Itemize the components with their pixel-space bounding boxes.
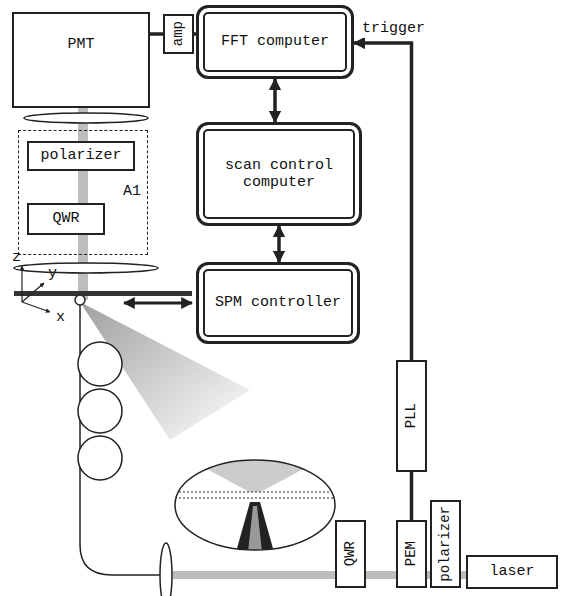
node-text: amp bbox=[170, 21, 186, 46]
node-text: PMT bbox=[67, 36, 94, 53]
detector-box: PMT bbox=[12, 12, 150, 108]
lens bbox=[14, 263, 158, 273]
node-text: SPM controller bbox=[215, 294, 341, 311]
signal-connector bbox=[410, 472, 414, 520]
node-text: A1 bbox=[123, 183, 141, 200]
node-text: polarizer bbox=[437, 506, 453, 582]
coupling-lens bbox=[160, 543, 172, 596]
node-text: FFT computer bbox=[221, 33, 329, 50]
signal-connector bbox=[277, 226, 281, 262]
inset-outline bbox=[175, 460, 335, 550]
axis-label: y bbox=[46, 266, 59, 283]
node-text: laser bbox=[489, 563, 534, 580]
computer-box: scan control computer bbox=[196, 122, 362, 226]
analyzer-group: A1 polarizerQWR bbox=[18, 130, 148, 255]
axis-z bbox=[21, 266, 22, 302]
waveplate-box: QWR bbox=[335, 520, 366, 588]
node-text: polarizer bbox=[40, 147, 121, 164]
laser-box: laser bbox=[466, 555, 558, 589]
modulator-box: PEM bbox=[396, 520, 427, 588]
polarizer-box: polarizer bbox=[430, 500, 461, 588]
node-text: PEM bbox=[403, 541, 419, 566]
controller-box: SPM controller bbox=[196, 262, 360, 344]
axis-label: x bbox=[54, 310, 67, 327]
node-text: QWR bbox=[342, 541, 358, 566]
fiber-tip bbox=[75, 295, 85, 305]
inset-sample bbox=[175, 492, 335, 498]
fiber-loop bbox=[78, 389, 122, 433]
fiber-loop bbox=[78, 342, 122, 386]
inset-tip bbox=[236, 502, 274, 552]
inset-light bbox=[190, 460, 320, 495]
node-text: scan control computer bbox=[199, 157, 359, 192]
computer-box: FFT computer bbox=[196, 5, 354, 79]
pll-box: PLL bbox=[396, 360, 427, 472]
node-text: PLL bbox=[403, 403, 419, 428]
sample-plate bbox=[14, 291, 192, 296]
fiber-loop bbox=[78, 436, 122, 480]
axis-y bbox=[22, 283, 44, 302]
scan-arrow bbox=[124, 302, 192, 305]
node-text: QWR bbox=[52, 210, 79, 227]
amplifier-box: amp bbox=[163, 14, 194, 54]
axis-label: z bbox=[10, 250, 23, 267]
signal-connector bbox=[273, 79, 277, 122]
polarizer-box: polarizer bbox=[27, 141, 135, 171]
inset-core bbox=[248, 506, 262, 552]
signal-connector bbox=[150, 32, 163, 36]
waveplate-box: QWR bbox=[27, 203, 105, 235]
signal-connector bbox=[354, 43, 412, 360]
axis-x bbox=[22, 302, 50, 312]
lens bbox=[24, 113, 148, 123]
edge-label: trigger bbox=[360, 21, 427, 38]
tip-inset bbox=[175, 460, 335, 552]
